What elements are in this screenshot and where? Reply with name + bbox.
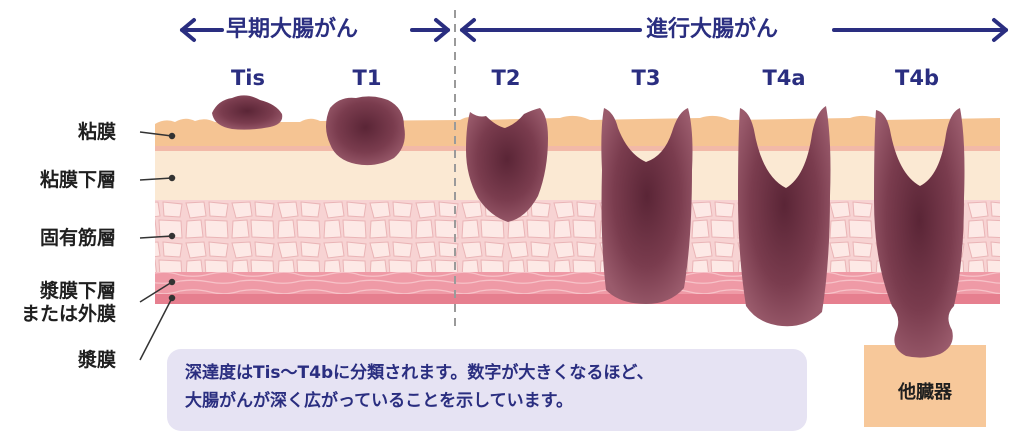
tumor-t1 — [326, 96, 405, 166]
explanation-note: 深達度はTis〜T4bに分類されます。数字が大きくなるほど、 大腸がんが深く広が… — [167, 349, 807, 431]
mucosa-layer — [155, 115, 1000, 146]
other-organ-box — [864, 345, 986, 427]
muscularis-layer — [155, 200, 1000, 272]
stage-label-t4b: T4b — [895, 66, 939, 90]
stage-label-t1: T1 — [352, 66, 382, 90]
early-cancer-title: 早期大腸がん — [226, 17, 359, 42]
tumor-tis — [212, 95, 283, 130]
tissue-layers — [155, 115, 1000, 304]
stage-label-tis: Tis — [230, 66, 266, 90]
label-other-organ: 他臓器 — [898, 382, 952, 403]
note-line-1: 深達度はTis〜T4bに分類されます。数字が大きくなるほど、 — [185, 363, 654, 383]
label-serosa: 漿膜 — [78, 349, 117, 371]
tumor-t4a — [738, 106, 831, 327]
label-mucosa: 粘膜 — [78, 121, 117, 143]
subserosa-layer — [155, 272, 1000, 294]
tumor-t2 — [466, 108, 548, 222]
submucosa-layer — [155, 151, 1000, 200]
label-muscularis: 固有筋層 — [40, 227, 117, 249]
advanced-arrow — [460, 18, 1008, 42]
mucosa-thin-line — [155, 146, 1000, 151]
tumor-t3 — [601, 108, 693, 304]
tumors — [212, 95, 965, 358]
stage-label-t4a: T4a — [762, 66, 806, 90]
stage-label-t3: T3 — [631, 66, 661, 90]
note-line-2: 大腸がんが深く広がっていることを示しています。 — [185, 391, 573, 411]
label-subserosa-line2: または外膜 — [21, 303, 117, 325]
leader-lines — [139, 131, 176, 361]
serosa-layer — [155, 294, 1000, 304]
label-submucosa: 粘膜下層 — [40, 169, 117, 191]
advanced-cancer-title: 進行大腸がん — [646, 17, 779, 42]
tumor-t4b — [874, 108, 965, 358]
early-arrow — [180, 18, 450, 42]
stage-label-t2: T2 — [491, 66, 521, 90]
label-subserosa-line1: 漿膜下層 — [40, 280, 117, 302]
